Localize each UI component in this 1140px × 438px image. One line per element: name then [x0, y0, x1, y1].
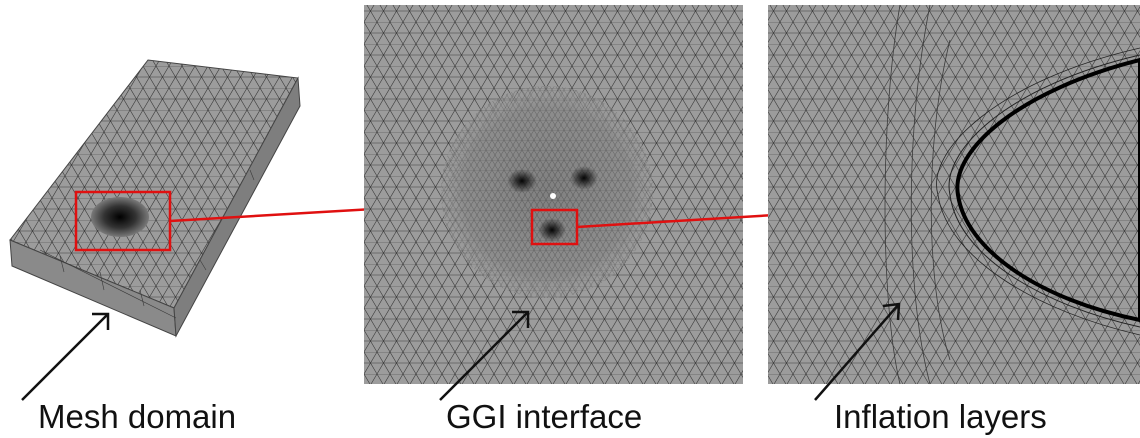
mesh-block-icon [9, 59, 301, 338]
hub-icon [550, 193, 556, 199]
label-ggi-interface: GGI interface [446, 398, 642, 435]
inflation-mesh-panel [768, 4, 1140, 385]
label-mesh-domain: Mesh domain [38, 398, 236, 435]
label-inflation-layers: Inflation layers [834, 398, 1047, 435]
pointer-arrow-inflation [814, 303, 900, 401]
ggi-mesh-panel [364, 5, 743, 384]
rotor-disk-icon [91, 197, 149, 237]
pointer-arrow-ggi [439, 311, 529, 401]
pointer-arrow-domain [21, 313, 109, 401]
